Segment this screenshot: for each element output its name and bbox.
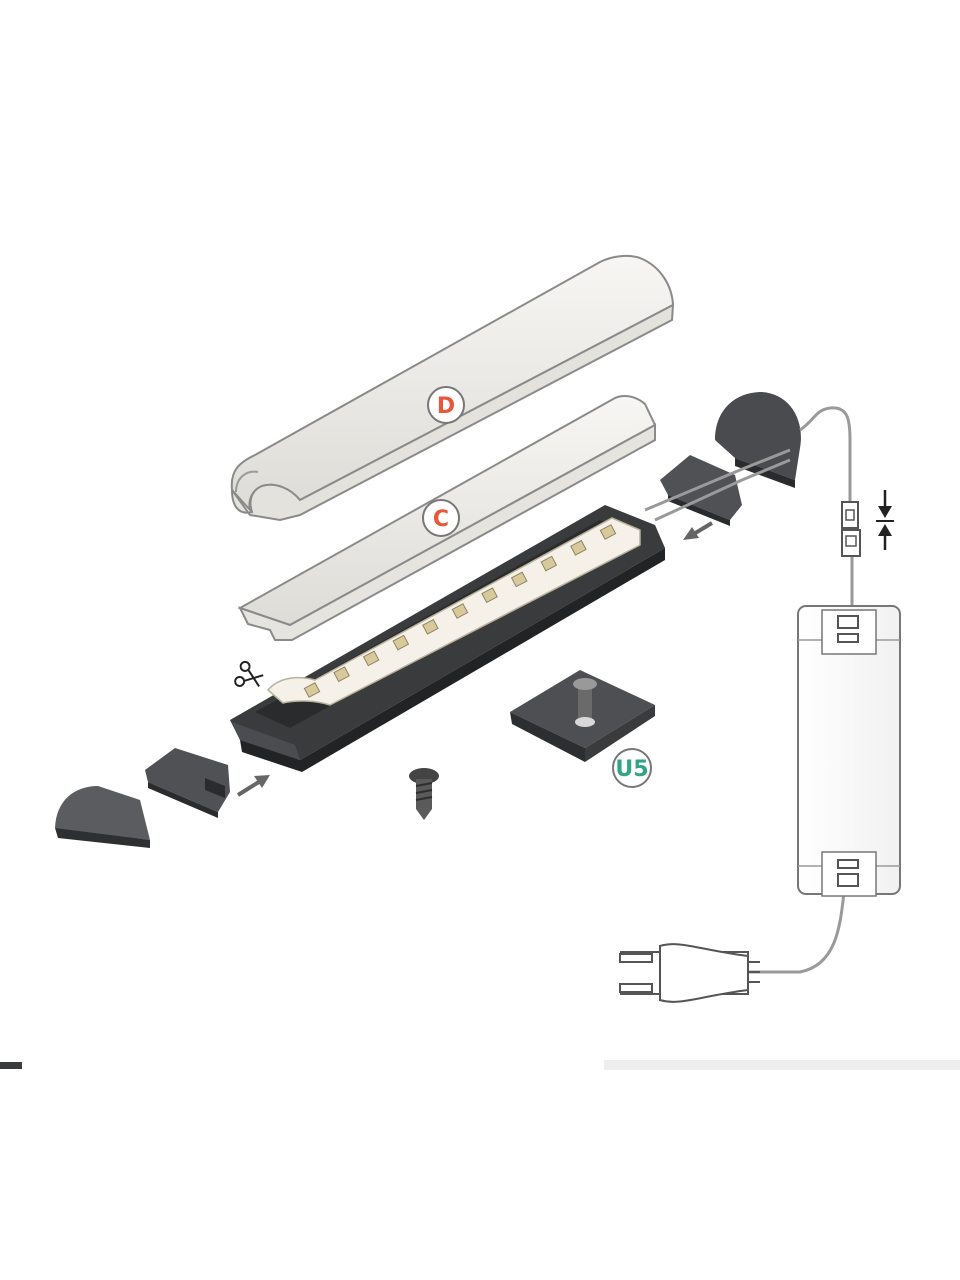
arrow-icon-right bbox=[683, 521, 714, 540]
arrow-icon-left bbox=[236, 775, 270, 797]
led-chip bbox=[333, 666, 350, 683]
power-supply bbox=[797, 605, 901, 897]
led-chip bbox=[481, 587, 498, 604]
led-chip bbox=[422, 618, 439, 635]
corner-mark bbox=[0, 1062, 22, 1069]
end-cap-left bbox=[55, 786, 150, 848]
badge-d-label: D bbox=[437, 394, 455, 419]
led-chip bbox=[451, 603, 469, 619]
led-chip bbox=[303, 682, 321, 698]
round-diffuser-cover bbox=[230, 254, 675, 522]
cables bbox=[644, 406, 854, 974]
bottom-strip bbox=[604, 1060, 960, 1070]
compress-arrows-icon bbox=[876, 490, 894, 550]
badge-c-label: C bbox=[433, 507, 449, 532]
led-chip bbox=[362, 650, 380, 667]
led-chip bbox=[510, 571, 528, 588]
connector-right bbox=[660, 455, 742, 526]
led-chips bbox=[303, 524, 617, 698]
connector-left bbox=[145, 748, 230, 818]
badge-d: D bbox=[427, 386, 465, 424]
power-plug-icon bbox=[619, 943, 760, 1003]
led-chip bbox=[540, 555, 558, 572]
led-chip bbox=[599, 524, 617, 540]
cable-connector-bottom bbox=[841, 529, 861, 557]
screw-icon bbox=[409, 768, 439, 820]
badge-u5-label: U5 bbox=[615, 757, 648, 782]
led-chip bbox=[392, 634, 410, 651]
badge-u5: U5 bbox=[612, 748, 652, 788]
cable-connector-top bbox=[841, 501, 859, 529]
mounting-clip bbox=[510, 670, 655, 762]
led-strip bbox=[266, 517, 641, 706]
led-chip bbox=[570, 539, 587, 556]
badge-c: C bbox=[422, 499, 460, 537]
scissors-icon bbox=[234, 660, 264, 687]
